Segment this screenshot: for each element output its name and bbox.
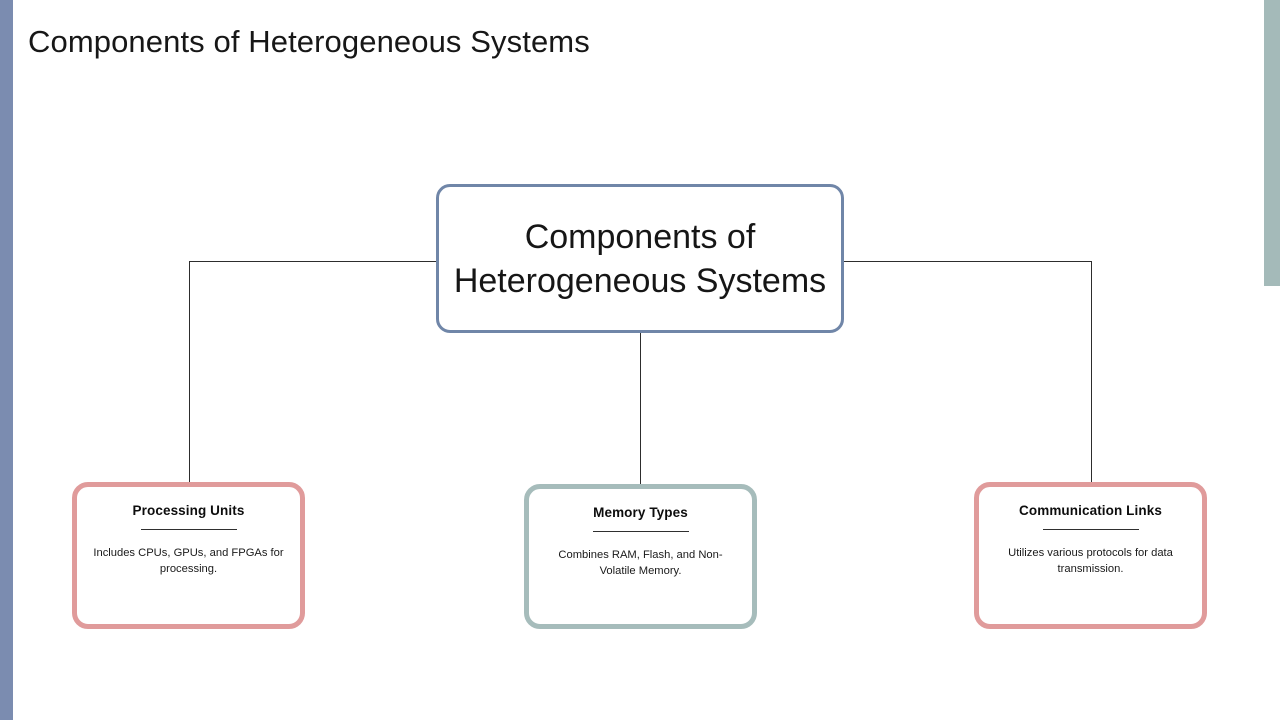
node-card-communication-links[interactable]: Communication Links Utilizes various pro… <box>974 482 1207 629</box>
node-card-divider <box>1042 529 1139 530</box>
root-node[interactable]: Components of Heterogeneous Systems <box>436 184 844 333</box>
connector-right-horizontal <box>842 261 1092 262</box>
node-card-description: Includes CPUs, GPUs, and FPGAs for proce… <box>93 547 284 575</box>
right-accent-bar <box>1264 0 1280 286</box>
node-card-title: Memory Types <box>593 505 688 520</box>
node-card-processing-units[interactable]: Processing Units Includes CPUs, GPUs, an… <box>72 482 305 629</box>
node-card-memory-types[interactable]: Memory Types Combines RAM, Flash, and No… <box>524 484 757 629</box>
page-title: Components of Heterogeneous Systems <box>28 24 590 59</box>
node-card-title: Processing Units <box>132 503 245 518</box>
connector-right-vertical <box>1091 261 1092 483</box>
root-node-label: Components of Heterogeneous Systems <box>453 217 827 300</box>
connector-center-vertical <box>640 332 641 484</box>
node-card-description: Utilizes various protocols for data tran… <box>1008 547 1173 575</box>
node-card-description: Combines RAM, Flash, and Non-Volatile Me… <box>558 549 723 577</box>
connector-left-horizontal <box>189 261 439 262</box>
node-card-divider <box>592 531 689 532</box>
node-card-title: Communication Links <box>1019 503 1162 518</box>
node-card-divider <box>140 529 237 530</box>
left-accent-bar <box>0 0 13 720</box>
connector-left-vertical <box>189 261 190 483</box>
